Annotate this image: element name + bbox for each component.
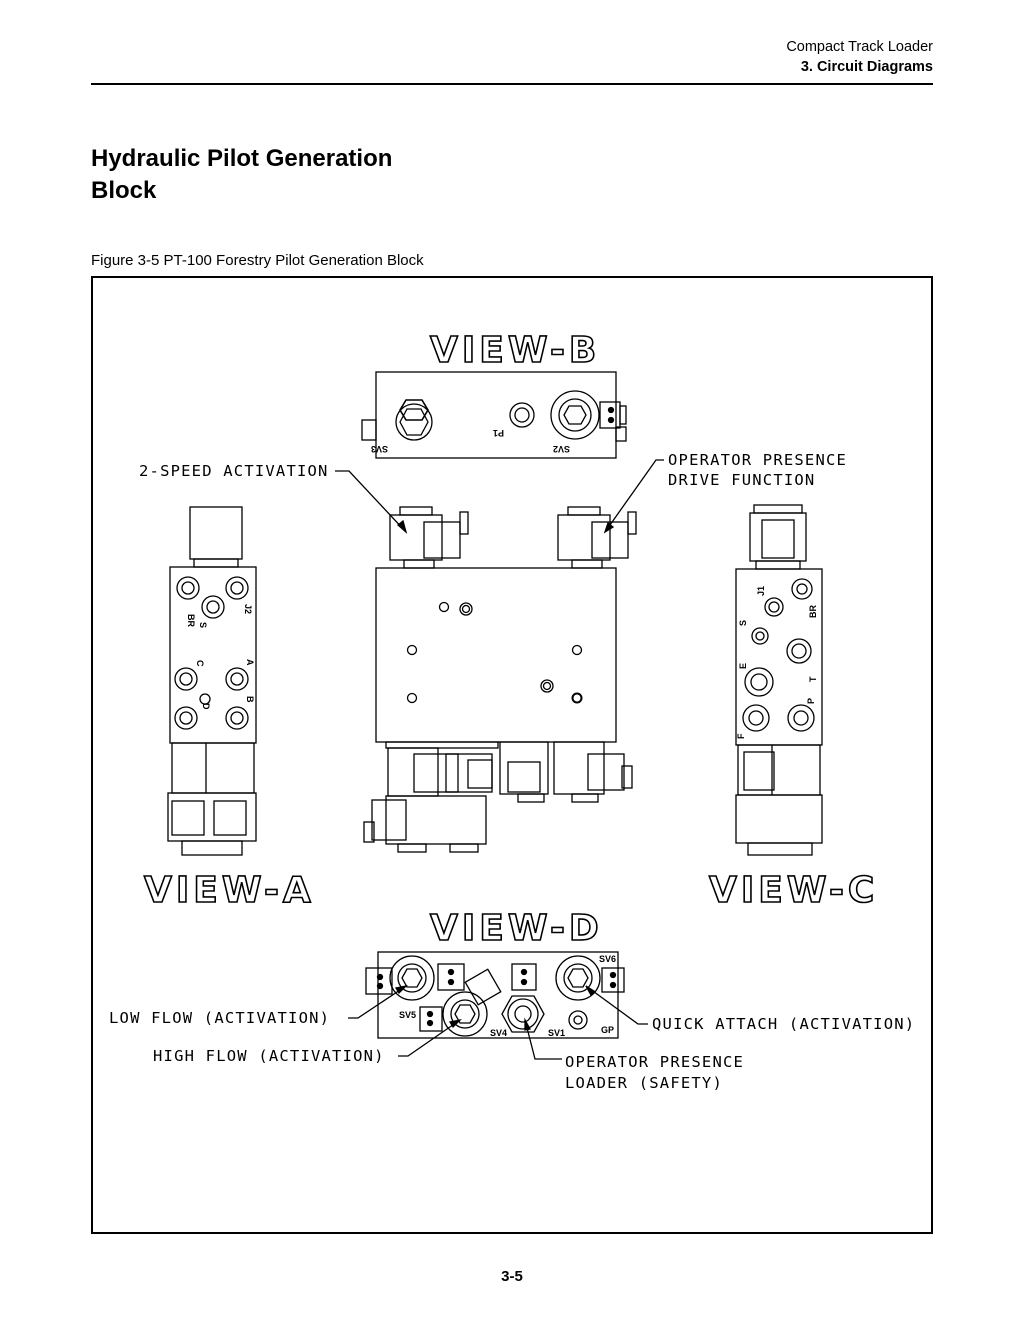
view-d-block: [365, 951, 625, 1039]
callout-low-flow: LOW FLOW (ACTIVATION): [109, 1009, 330, 1027]
port-c-t: T: [808, 676, 818, 682]
view-d-title: VIEW-D: [430, 908, 603, 949]
main-manifold: [363, 506, 637, 853]
callout-quick-attach: QUICK ATTACH (ACTIVATION): [652, 1015, 915, 1033]
view-b-title: VIEW-B: [430, 330, 600, 371]
port-d-sv5: SV5: [399, 1010, 416, 1020]
callout-op-presence-drive-2: DRIVE FUNCTION: [668, 471, 815, 489]
port-d-sv1: SV1: [548, 1028, 565, 1038]
figure-caption: Figure 3-5 PT-100 Forestry Pilot Generat…: [91, 252, 424, 269]
callout-high-flow: HIGH FLOW (ACTIVATION): [153, 1047, 385, 1065]
page-title-line1: Hydraulic Pilot Generation: [91, 145, 393, 172]
port-a-c: C: [195, 660, 205, 667]
port-c-p: P: [806, 698, 816, 704]
page-number: 3-5: [501, 1268, 523, 1285]
port-c-e: E: [738, 663, 748, 669]
view-c-title: VIEW-C: [709, 870, 878, 911]
callout-op-presence-drive-1: OPERATOR PRESENCE: [668, 451, 847, 469]
view-a-block: [167, 506, 257, 856]
port-c-j1: J1: [756, 586, 766, 596]
port-a-s: S: [198, 622, 208, 628]
port-a-b: B: [245, 696, 255, 703]
running-header: Compact Track Loader 3. Circuit Diagrams: [786, 37, 933, 77]
port-a-br: BR: [186, 614, 196, 627]
port-a-j2: J2: [243, 604, 253, 614]
page-title-line2: Block: [91, 177, 157, 204]
port-d-sv6: SV6: [599, 954, 616, 964]
port-c-f: F: [736, 733, 746, 739]
port-d-gp: GP: [601, 1025, 614, 1035]
figure-frame: VIEW-B SV3 P1 SV2 2-SPEED ACTIVATION OPE…: [91, 276, 933, 1234]
port-a-d: D: [201, 703, 211, 710]
port-d-sv4: SV4: [490, 1028, 507, 1038]
view-c-block: [735, 504, 823, 856]
callout-two-speed: 2-SPEED ACTIVATION: [139, 462, 329, 480]
port-a-a: A: [245, 659, 255, 666]
view-a-title: VIEW-A: [144, 870, 315, 911]
callout-op-presence-loader-2: LOADER (SAFETY): [565, 1074, 723, 1092]
port-c-s: S: [738, 620, 748, 626]
header-product: Compact Track Loader: [786, 39, 933, 55]
port-sv3: SV3: [371, 444, 388, 454]
port-sv2: SV2: [553, 444, 570, 454]
header-section: 3. Circuit Diagrams: [800, 59, 933, 75]
header-rule: [91, 83, 933, 85]
callout-op-presence-loader-1: OPERATOR PRESENCE: [565, 1053, 744, 1071]
port-p1: P1: [493, 428, 504, 438]
port-c-br: BR: [808, 605, 818, 618]
pilot-block-drawing: VIEW-B SV3 P1 SV2 2-SPEED ACTIVATION OPE…: [109, 329, 915, 1092]
page-title: Hydraulic Pilot Generation Block: [91, 143, 392, 207]
view-b-block: [361, 371, 627, 459]
